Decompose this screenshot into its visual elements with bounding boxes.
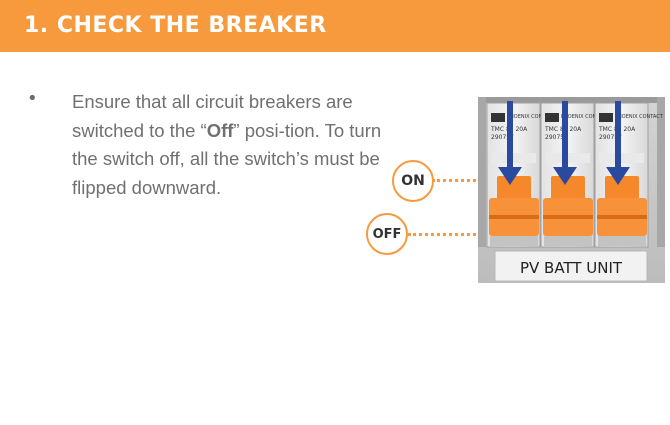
bullet-marker: • bbox=[27, 88, 38, 109]
breaker-3-code: 290757 bbox=[599, 134, 622, 141]
off-callout: OFF bbox=[366, 213, 408, 255]
down-arrow-3-icon bbox=[606, 101, 630, 185]
off-callout-line bbox=[408, 233, 494, 236]
instruction-text: Ensure that all circuit breakers are swi… bbox=[72, 88, 392, 202]
breaker-1-brand: PHOENIX CONTACT bbox=[507, 114, 556, 120]
breaker-2-brand: PHOENIX CONTACT bbox=[561, 114, 610, 120]
breaker-3-brand: PHOENIX CONTACT bbox=[615, 114, 664, 120]
breaker-2: PHOENIX CONTACT TMC 81 20A 290757 bbox=[540, 102, 610, 248]
down-arrow-2-icon bbox=[553, 101, 577, 185]
breaker-3: PHOENIX CONTACT TMC 81 20A 290757 bbox=[594, 102, 664, 248]
on-callout-label: ON bbox=[401, 173, 425, 189]
on-callout-line bbox=[432, 179, 494, 182]
breaker-2-code: 290757 bbox=[545, 134, 568, 141]
instruction-text-after: ” posi-tion. To turn the switch off, all… bbox=[72, 119, 382, 198]
panel-label: PV BATT UNIT bbox=[520, 259, 623, 277]
on-callout: ON bbox=[392, 160, 434, 202]
down-arrow-1-icon bbox=[498, 101, 522, 185]
breaker-panel-photo: PHOENIX CONTACT TMC 81 20A 290757 PHOENI… bbox=[478, 97, 665, 283]
section-header: 1. CHECK THE BREAKER bbox=[0, 0, 670, 52]
off-callout-label: OFF bbox=[372, 226, 402, 242]
breaker-1-code: 290757 bbox=[491, 134, 514, 141]
instruction-bold-word: Off bbox=[206, 119, 234, 141]
section-title: 1. CHECK THE BREAKER bbox=[24, 13, 327, 38]
instruction-text-before: Ensure that all circuit breakers are swi… bbox=[72, 91, 353, 141]
